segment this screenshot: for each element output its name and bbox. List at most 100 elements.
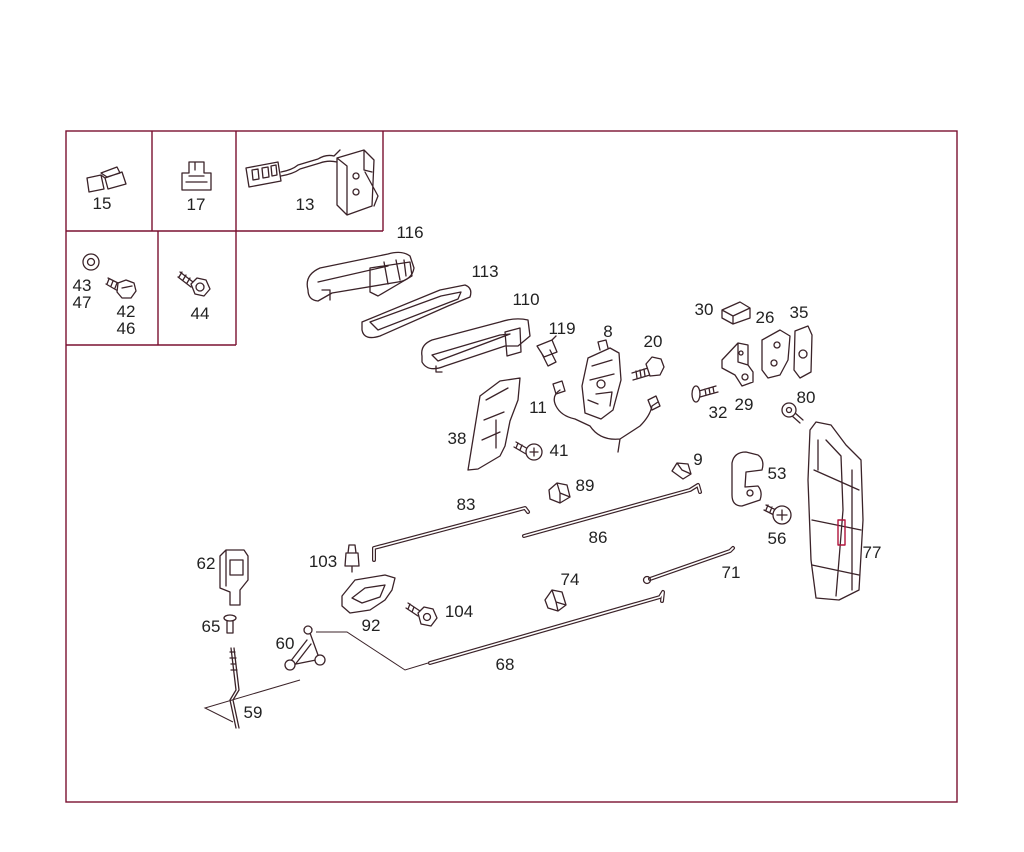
- part-53-guide: [731, 451, 764, 507]
- callout-8: 8: [603, 322, 612, 341]
- callout-119: 119: [548, 319, 575, 338]
- callout-62: 62: [197, 554, 216, 573]
- callout-9: 9: [693, 450, 702, 469]
- part-56-screw: [763, 504, 792, 525]
- callout-86: 86: [589, 528, 608, 547]
- callout-110: 110: [512, 290, 539, 309]
- part-113-gasket: [361, 284, 472, 339]
- callout-35: 35: [790, 303, 809, 322]
- callout-30: 30: [695, 300, 714, 319]
- callout-68: 68: [496, 655, 515, 674]
- part-89-shape: [548, 482, 571, 504]
- part-32-screw: [691, 385, 719, 403]
- part-62-window: [229, 559, 244, 576]
- part-41-screw: [513, 441, 543, 461]
- callout-11: 11: [529, 398, 547, 417]
- part-29-hole-1: [738, 350, 744, 356]
- part-35-shape: [793, 325, 813, 379]
- part-15-shape: [86, 166, 127, 193]
- callout-56: 56: [768, 529, 787, 548]
- callout-20: 20: [644, 332, 663, 351]
- callout-15: 15: [93, 194, 112, 213]
- part-13-switch-with-cable: [245, 149, 379, 216]
- part-116-body: [306, 251, 415, 302]
- part-65-bolt: [223, 614, 237, 634]
- part-113-outer: [361, 284, 472, 339]
- part-26-hole-2: [770, 359, 778, 367]
- part-13-hole-upper: [352, 172, 360, 180]
- part-74-clip: [544, 589, 567, 612]
- leader-59: [203, 679, 301, 723]
- part-60-pivot-top: [303, 625, 313, 635]
- inset-box-lines: [66, 131, 384, 346]
- leader-60-to-68: [316, 631, 429, 671]
- part-13-cable: [280, 149, 341, 177]
- callout-80: 80: [797, 388, 816, 407]
- part-110-detail: [431, 327, 522, 373]
- part-30-shape: [721, 301, 751, 325]
- part-71-rod-core: [649, 547, 734, 580]
- callout-77: 77: [863, 543, 882, 562]
- part-92-body: [341, 574, 396, 614]
- part-68-rod-core: [429, 591, 664, 664]
- part-65-shank: [226, 620, 234, 634]
- callout-13: 13: [296, 195, 315, 214]
- part-62-lock-knob: [219, 549, 249, 606]
- callout-38: 38: [448, 429, 467, 448]
- part-60-pivot-right: [314, 654, 326, 666]
- part-83-rod-core: [373, 507, 529, 561]
- part-42-shank: [105, 277, 121, 292]
- callout-104: 104: [445, 602, 473, 621]
- part-13-hole-lower: [352, 188, 360, 196]
- callout-32: 32: [709, 403, 728, 422]
- callout-103: 103: [309, 552, 337, 571]
- part-8-body: [581, 347, 622, 420]
- part-92-inner-handle: [341, 574, 396, 614]
- part-9-clip: [671, 462, 692, 480]
- part-35-plate: [793, 325, 813, 379]
- part-42-head: [116, 279, 137, 299]
- callout-43: 43: [73, 276, 92, 295]
- part-59-shape: [229, 647, 240, 729]
- part-13-connector: [245, 161, 282, 188]
- part-32-head: [691, 385, 701, 403]
- part-26-shape: [761, 329, 791, 379]
- callout-74: 74: [561, 570, 580, 589]
- callout-59: 59: [244, 703, 263, 722]
- part-56-shank: [763, 504, 777, 516]
- part-104-head: [417, 606, 438, 627]
- callout-labels: 15 17 13 43 47 42 46 44 116 113 110 119 …: [73, 194, 882, 722]
- part-11-connector-left: [552, 380, 566, 395]
- part-29-shape: [721, 342, 754, 387]
- callout-113: 113: [471, 262, 498, 281]
- part-103-shape: [344, 544, 360, 573]
- callout-116: 116: [396, 223, 423, 242]
- part-53-shape: [731, 451, 764, 507]
- callout-71: 71: [722, 563, 741, 582]
- part-62-body: [219, 549, 249, 606]
- diagram-frame: [65, 130, 958, 803]
- part-110-body: [421, 318, 531, 370]
- part-80-center: [785, 406, 793, 414]
- part-83-rod: [372, 506, 530, 562]
- part-110-handle: [421, 318, 531, 373]
- part-44-head-center: [195, 282, 205, 292]
- part-92-recess: [351, 584, 386, 604]
- part-71-rod: [642, 546, 735, 585]
- callout-41: 41: [550, 441, 569, 460]
- part-20-bolt: [631, 356, 665, 381]
- callout-89: 89: [576, 476, 595, 495]
- part-44-shank: [177, 271, 194, 288]
- callout-47: 47: [73, 293, 92, 312]
- part-43-washer: [82, 253, 100, 271]
- part-38-cover-plate: [467, 377, 521, 471]
- part-119-shape: [536, 335, 558, 367]
- part-38-detail: [481, 387, 509, 449]
- part-42-screw: [105, 277, 137, 299]
- part-41-cross: [529, 447, 539, 457]
- part-119-clip: [536, 335, 558, 367]
- part-77-ribs: [811, 439, 862, 597]
- part-80-head: [781, 402, 797, 418]
- part-20-head: [645, 356, 665, 377]
